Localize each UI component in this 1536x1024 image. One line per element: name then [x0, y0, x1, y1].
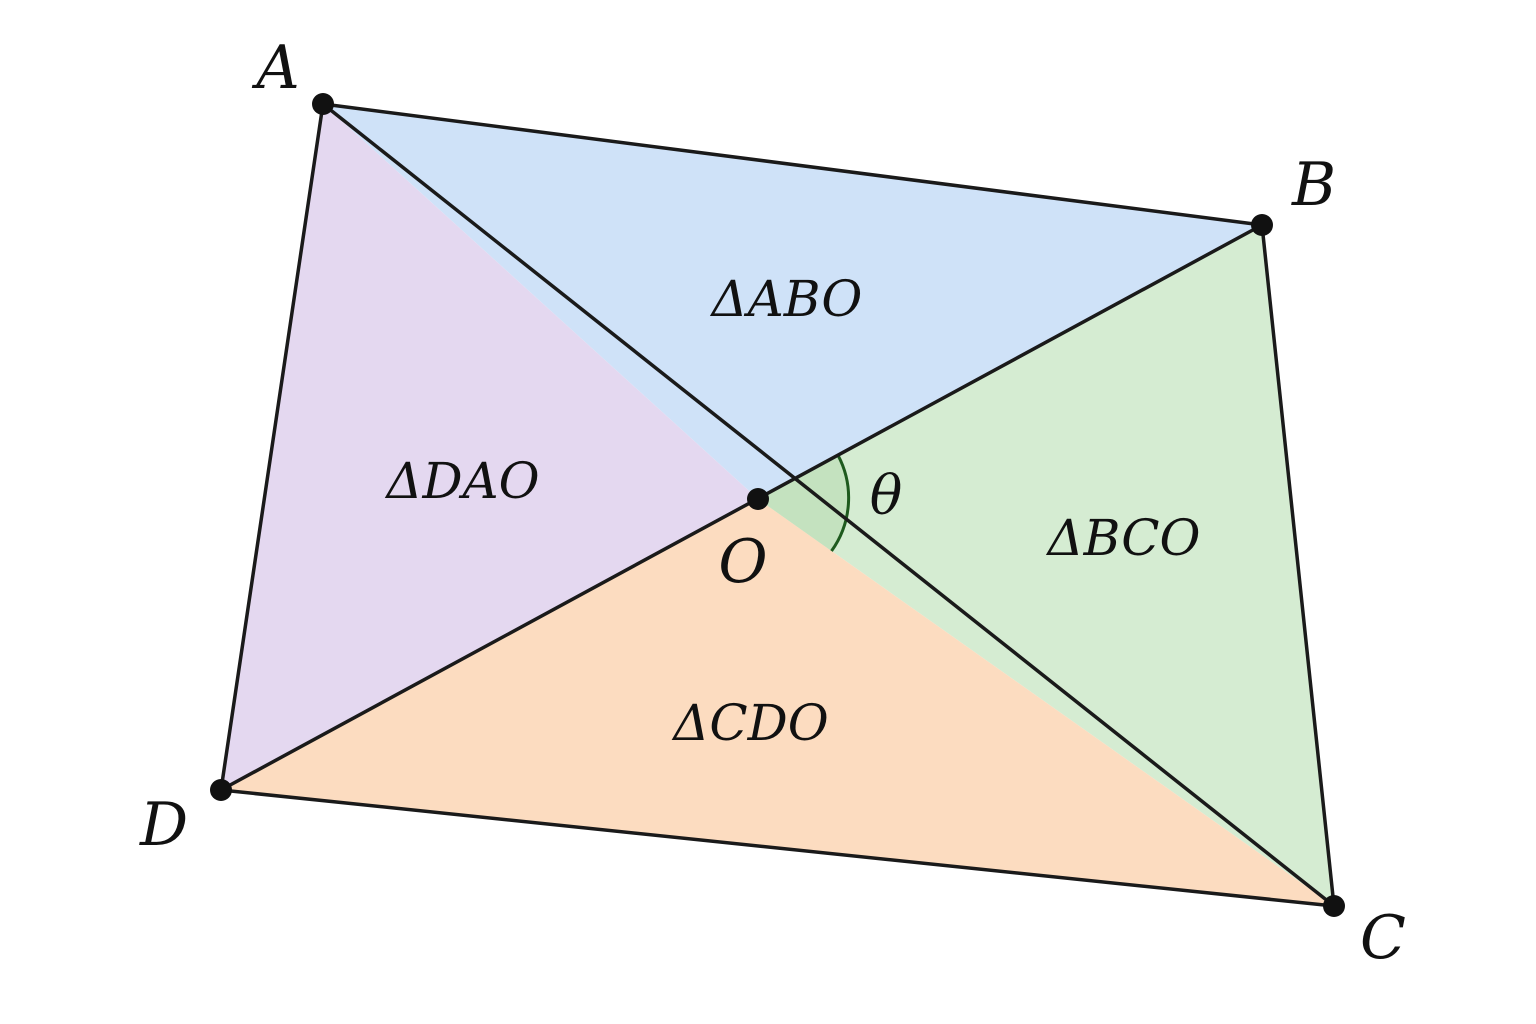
edge-da [219, 102, 325, 792]
region-bco [758, 225, 1334, 906]
edge-cd [219, 788, 1336, 908]
region-label-dao: ΔDAO [384, 452, 539, 510]
vertex-label-o: O [718, 527, 767, 597]
region-label-abo: ΔABO [710, 270, 863, 328]
diagonal-bd [219, 223, 1264, 792]
region-label-cdo: ΔCDO [671, 694, 828, 752]
vertex-label-b: B [1291, 150, 1336, 220]
vertex-point-c [1323, 895, 1345, 917]
vertex-point-a [312, 93, 334, 115]
angle-label-theta: θ [870, 464, 903, 527]
region-label-bco: ΔBCO [1045, 509, 1200, 567]
vertex-point-b [1251, 214, 1273, 236]
vertex-point-o [747, 488, 769, 510]
vertex-label-a: A [251, 33, 299, 103]
vertex-label-d: D [139, 790, 188, 860]
angle-theta-arc [830, 454, 851, 552]
edge-bc [1260, 223, 1336, 908]
region-dao [221, 104, 758, 790]
diagonal-ac [321, 102, 1336, 908]
region-abo [323, 104, 1262, 499]
region-cdo [221, 499, 1334, 906]
vertex-point-d [210, 779, 232, 801]
angle-theta-sector [758, 455, 849, 551]
vertex-label-c: C [1360, 903, 1406, 973]
edge-ab [321, 102, 1264, 227]
